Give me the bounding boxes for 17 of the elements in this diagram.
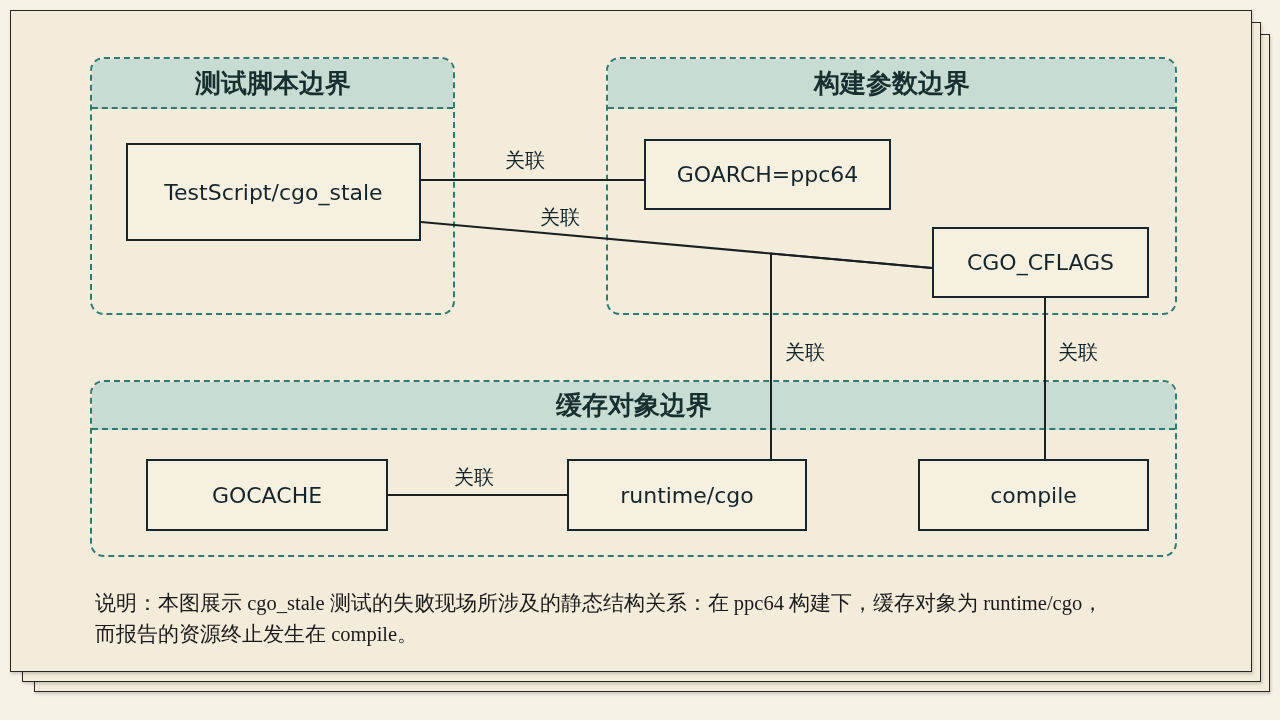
group-header: 缓存对象边界 <box>92 382 1175 430</box>
caption: 说明：本图展示 cgo_stale 测试的失败现场所涉及的静态结构关系：在 ppc64 构建下，缓存对象为 runtime/cgo，而报告的资源终止发生在 compile。 <box>95 591 1105 648</box>
connector-line <box>420 179 645 181</box>
group-header: 构建参数边界 <box>608 59 1175 109</box>
entity-box: TestScript/cgo_stale <box>126 143 421 241</box>
connector-line <box>387 494 568 496</box>
group-frame <box>606 57 1177 315</box>
entity-box: compile <box>918 459 1149 531</box>
entity-box: GOCACHE <box>146 459 388 531</box>
group-frame <box>90 380 1177 557</box>
connector-line <box>1044 297 1046 460</box>
connector-line <box>770 252 933 460</box>
group-frame <box>90 57 455 315</box>
group-header: 测试脚本边界 <box>92 59 453 109</box>
entity-box: CGO_CFLAGS <box>932 227 1149 298</box>
entity-box: GOARCH=ppc64 <box>644 139 891 210</box>
entity-box: runtime/cgo <box>567 459 807 531</box>
